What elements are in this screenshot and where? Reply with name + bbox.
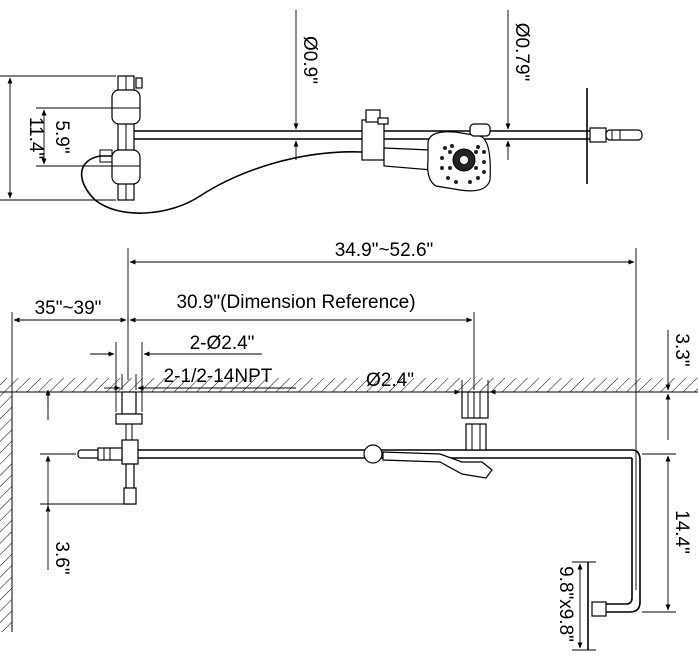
top-view: 11.4" 5.9" Ø0.9" Ø0.79": [0, 10, 643, 214]
dim-height-14-4: 14.4": [671, 510, 692, 554]
dim-height-11-4: 11.4": [25, 117, 46, 159]
diverter-valve: [121, 439, 139, 465]
ceiling-hatch: [0, 378, 698, 392]
spray-nozzles: [440, 144, 486, 184]
dim-diameter-0-9: Ø0.9": [299, 36, 320, 84]
dim-length-30-9-reference: 30.9"(Dimension Reference): [176, 292, 415, 313]
lower-connector: [111, 149, 141, 185]
handheld-shower-front: [382, 451, 493, 479]
dim-diameter-0-79: Ø0.79": [511, 23, 532, 82]
shower-hose: [80, 151, 363, 214]
dim-height-5-9: 5.9": [51, 120, 72, 153]
dim-height-3-6: 3.6": [51, 541, 72, 574]
riser-pipe: [605, 449, 641, 613]
dim-length-34-9-52-6: 34.9"~52.6": [335, 240, 434, 261]
front-view: 34.9"~52.6" 35"~39" 30.9"(Dimension Refe…: [0, 240, 698, 651]
dim-length-35-39: 35"~39": [35, 298, 102, 319]
dim-diameter-2-4: Ø2.4": [366, 370, 414, 391]
upper-connector: [111, 89, 141, 125]
slide-holder: [361, 119, 385, 161]
wall-hatch: [0, 392, 12, 632]
dim-size-9-8x9-8: 9.8"x9.8": [555, 566, 576, 642]
dim-thread-npt: 2-1/2-14NPT: [164, 366, 273, 387]
slider-knob: [363, 444, 383, 464]
dim-height-3-3: 3.3": [671, 333, 692, 366]
handheld-shower-handle: [383, 147, 433, 171]
left-ceiling-connector: [121, 391, 137, 415]
right-ceiling-connector: [461, 391, 489, 419]
dim-diameter-2x-2-4: 2-Ø2.4": [190, 333, 255, 354]
